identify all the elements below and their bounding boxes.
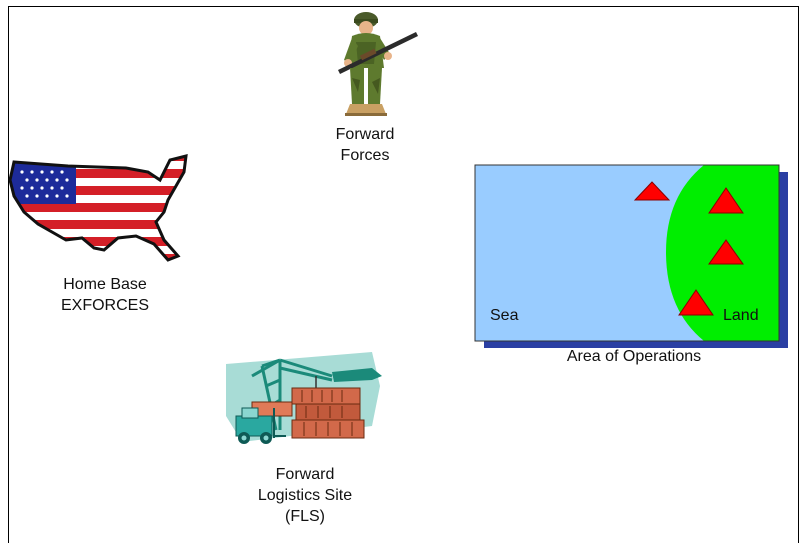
forward-forces-line1: Forward [335,126,395,143]
fls-line2: Logistics Site [257,487,353,504]
area-of-operations-map [474,164,788,348]
usa-flag-map-icon [8,154,188,262]
forward-forces-label: Forward Forces [305,124,425,166]
triangle-marker-icon [708,239,744,265]
port-logistics-icon [226,352,382,444]
home-base-line1: Home Base [63,276,147,293]
fls-line3: (FLS) [285,508,325,525]
area-of-operations-label: Area of Operations [566,348,702,365]
home-base-line2: EXFORCES [60,297,149,314]
forward-forces-line2: Forces [340,147,390,164]
triangle-marker-icon [708,187,744,214]
home-base-label: Home Base EXFORCES [30,274,180,316]
triangle-marker-icon [633,181,671,201]
triangle-marker-icon [678,289,714,316]
fls-line1: Forward [275,466,335,483]
fls-label: Forward Logistics Site (FLS) [220,464,390,527]
soldier-icon [338,12,418,116]
slide-frame [8,6,799,543]
land-label: Land [723,307,759,324]
sea-label: Sea [490,307,519,324]
